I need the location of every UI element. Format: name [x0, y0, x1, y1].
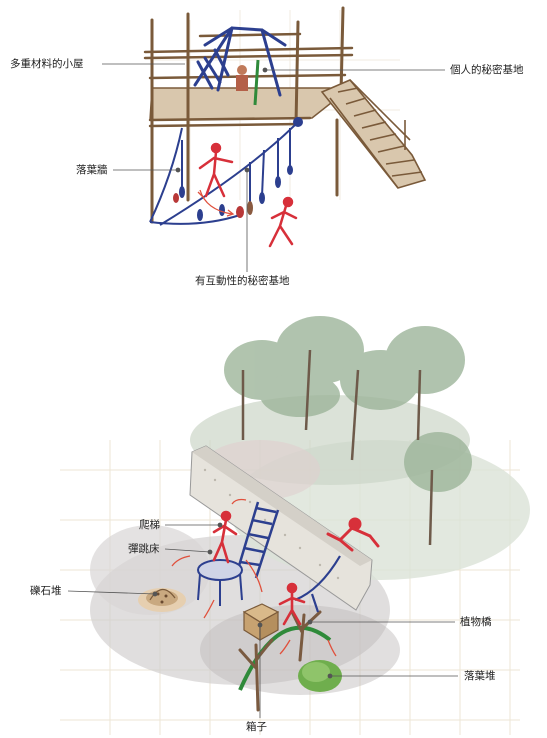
green-pole — [253, 59, 260, 106]
hut-figure — [237, 65, 247, 75]
label-gravel-pile: 礫石堆 — [30, 585, 62, 597]
label-private-secret-base: 個人的秘密基地 — [450, 64, 524, 76]
bottom-sketch — [60, 316, 530, 735]
motion-arrows — [197, 189, 235, 217]
blue-rope-structure — [294, 555, 341, 613]
plant-bridge — [238, 625, 332, 691]
label-leaf-pile: 落葉堆 — [464, 670, 496, 682]
leaves-net — [149, 121, 299, 226]
top-leader-lines — [102, 63, 445, 272]
top-sketch — [102, 6, 445, 272]
tree-canopies — [224, 316, 472, 492]
bottom-leader-lines — [67, 522, 458, 718]
figure-on-wall — [326, 517, 380, 552]
red-figure-2 — [268, 196, 298, 248]
trampoline — [197, 559, 243, 606]
red-figure-1 — [198, 142, 234, 198]
staircase — [320, 79, 427, 189]
leaf-pile — [298, 660, 342, 692]
movement-arrows — [171, 498, 337, 657]
figure-on-box — [278, 582, 306, 626]
label-plant-bridge: 植物橋 — [460, 616, 492, 628]
label-ladder: 爬梯 — [139, 519, 160, 531]
tree-trunks — [241, 349, 434, 546]
label-multi-material-hut: 多重材料的小屋 — [10, 58, 84, 70]
label-trampoline: 彈跳床 — [128, 543, 160, 555]
figure-ladder-climber — [212, 510, 238, 564]
gravel-pile — [138, 588, 186, 612]
hanging-leaves — [173, 117, 303, 221]
label-box: 箱子 — [246, 721, 267, 733]
label-falling-leaves-wall: 落葉牆 — [76, 164, 108, 176]
label-interactive-secret-base: 有互動性的秘密基地 — [195, 275, 290, 287]
deck-platform — [149, 87, 347, 121]
blue-ladder — [234, 501, 280, 579]
blue-roof-frame — [193, 26, 287, 97]
